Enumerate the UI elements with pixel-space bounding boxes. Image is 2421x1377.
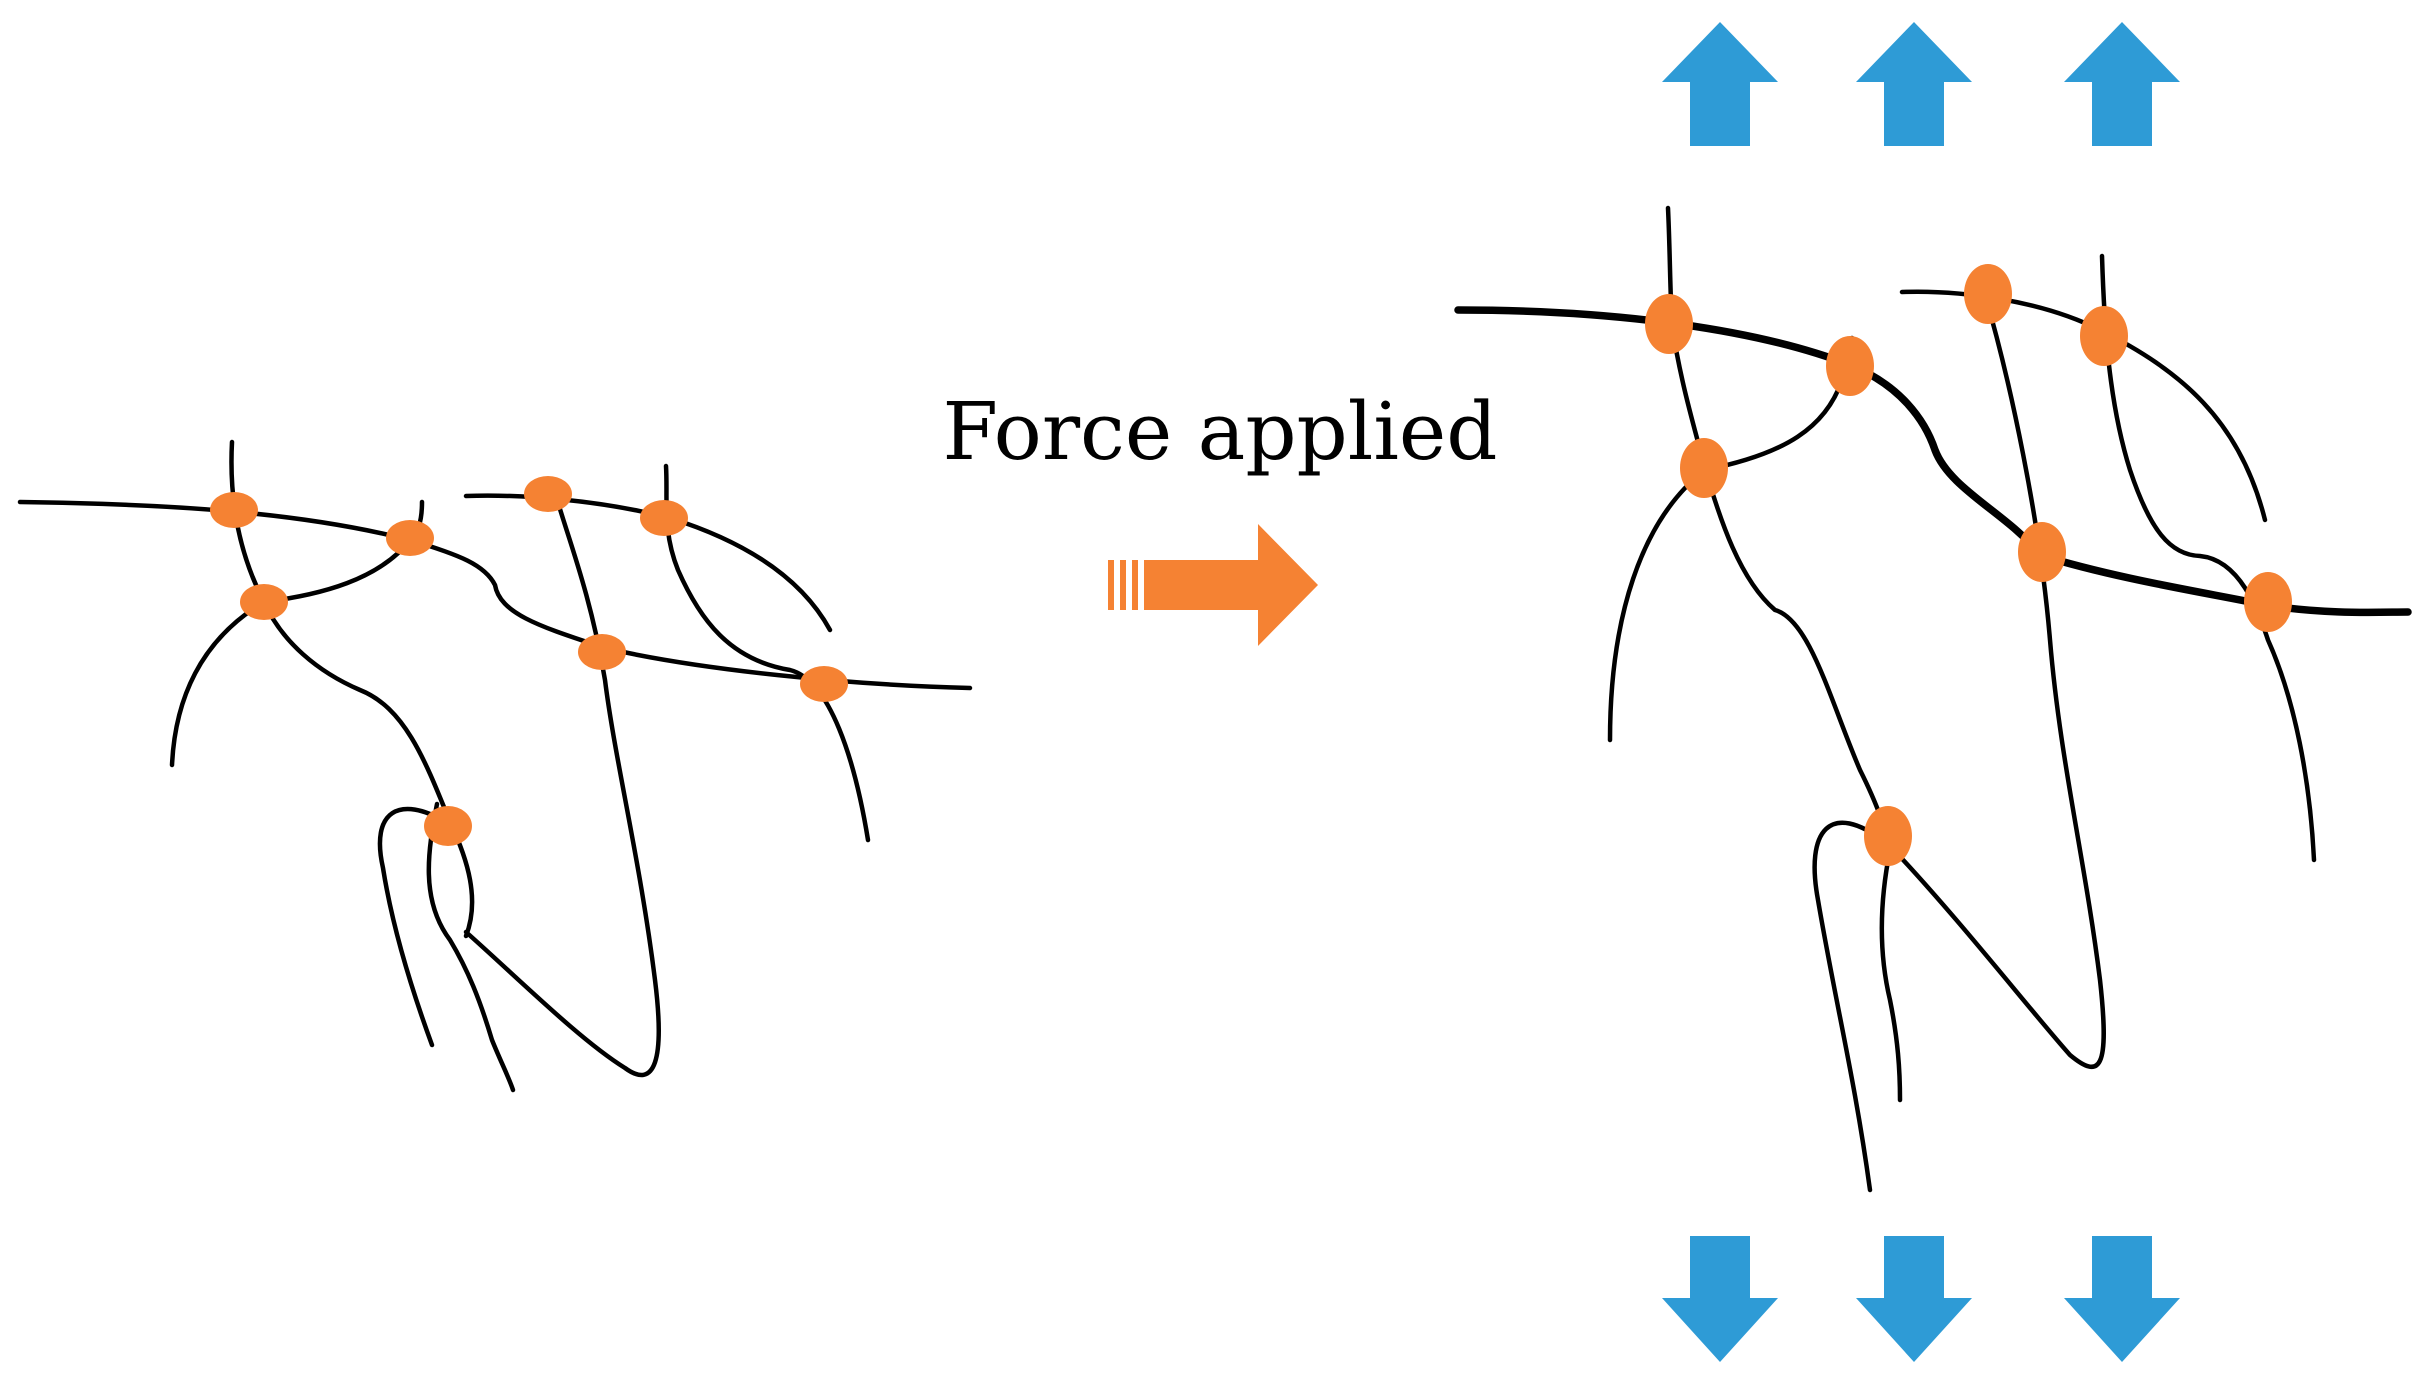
- crosslink-node: [1645, 294, 1693, 354]
- crosslink-node: [1680, 438, 1728, 498]
- down-arrow-icon: [1662, 1236, 1778, 1362]
- crosslink-node: [386, 520, 434, 556]
- downward-force-arrows: [1662, 1236, 2180, 1362]
- relaxed-chain: [663, 463, 871, 843]
- stretched-network: [1454, 205, 2412, 1193]
- force-applied-label: Force applied: [942, 385, 1498, 478]
- crosslink-node: [240, 584, 288, 620]
- crosslink-node: [210, 492, 258, 528]
- stretched-chain: [2099, 253, 2317, 863]
- relaxed-chain: [377, 801, 516, 1093]
- stretched-chain: [1454, 306, 2412, 617]
- crosslink-node: [1826, 336, 1874, 396]
- crosslink-node: [2244, 572, 2292, 632]
- upward-force-arrows: [1662, 22, 2180, 146]
- up-arrow-icon: [1662, 22, 1778, 146]
- relaxed-chain: [463, 489, 661, 1078]
- crosslink-node: [1964, 264, 2012, 324]
- relaxed-chain: [169, 499, 425, 768]
- stretched-chain: [1812, 820, 1903, 1193]
- transition-arrow: [1108, 524, 1318, 646]
- down-arrow-icon: [2064, 1236, 2180, 1362]
- relaxed-chain: [17, 499, 973, 691]
- crosslink-node: [800, 666, 848, 702]
- crosslink-node: [640, 500, 688, 536]
- crosslink-node: [2018, 522, 2066, 582]
- relaxed-chain: [229, 439, 475, 939]
- crosslink-node: [1864, 806, 1912, 866]
- up-arrow-icon: [1856, 22, 1972, 146]
- stretched-chain: [1665, 205, 1891, 845]
- crosslink-node: [578, 634, 626, 670]
- crosslink-node: [524, 476, 572, 512]
- stretched-chain: [1889, 292, 2106, 1069]
- up-arrow-icon: [2064, 22, 2180, 146]
- relaxed-network: [17, 439, 973, 1093]
- down-arrow-icon: [1856, 1236, 1972, 1362]
- crosslink-node: [424, 806, 472, 846]
- crosslink-node: [2080, 306, 2128, 366]
